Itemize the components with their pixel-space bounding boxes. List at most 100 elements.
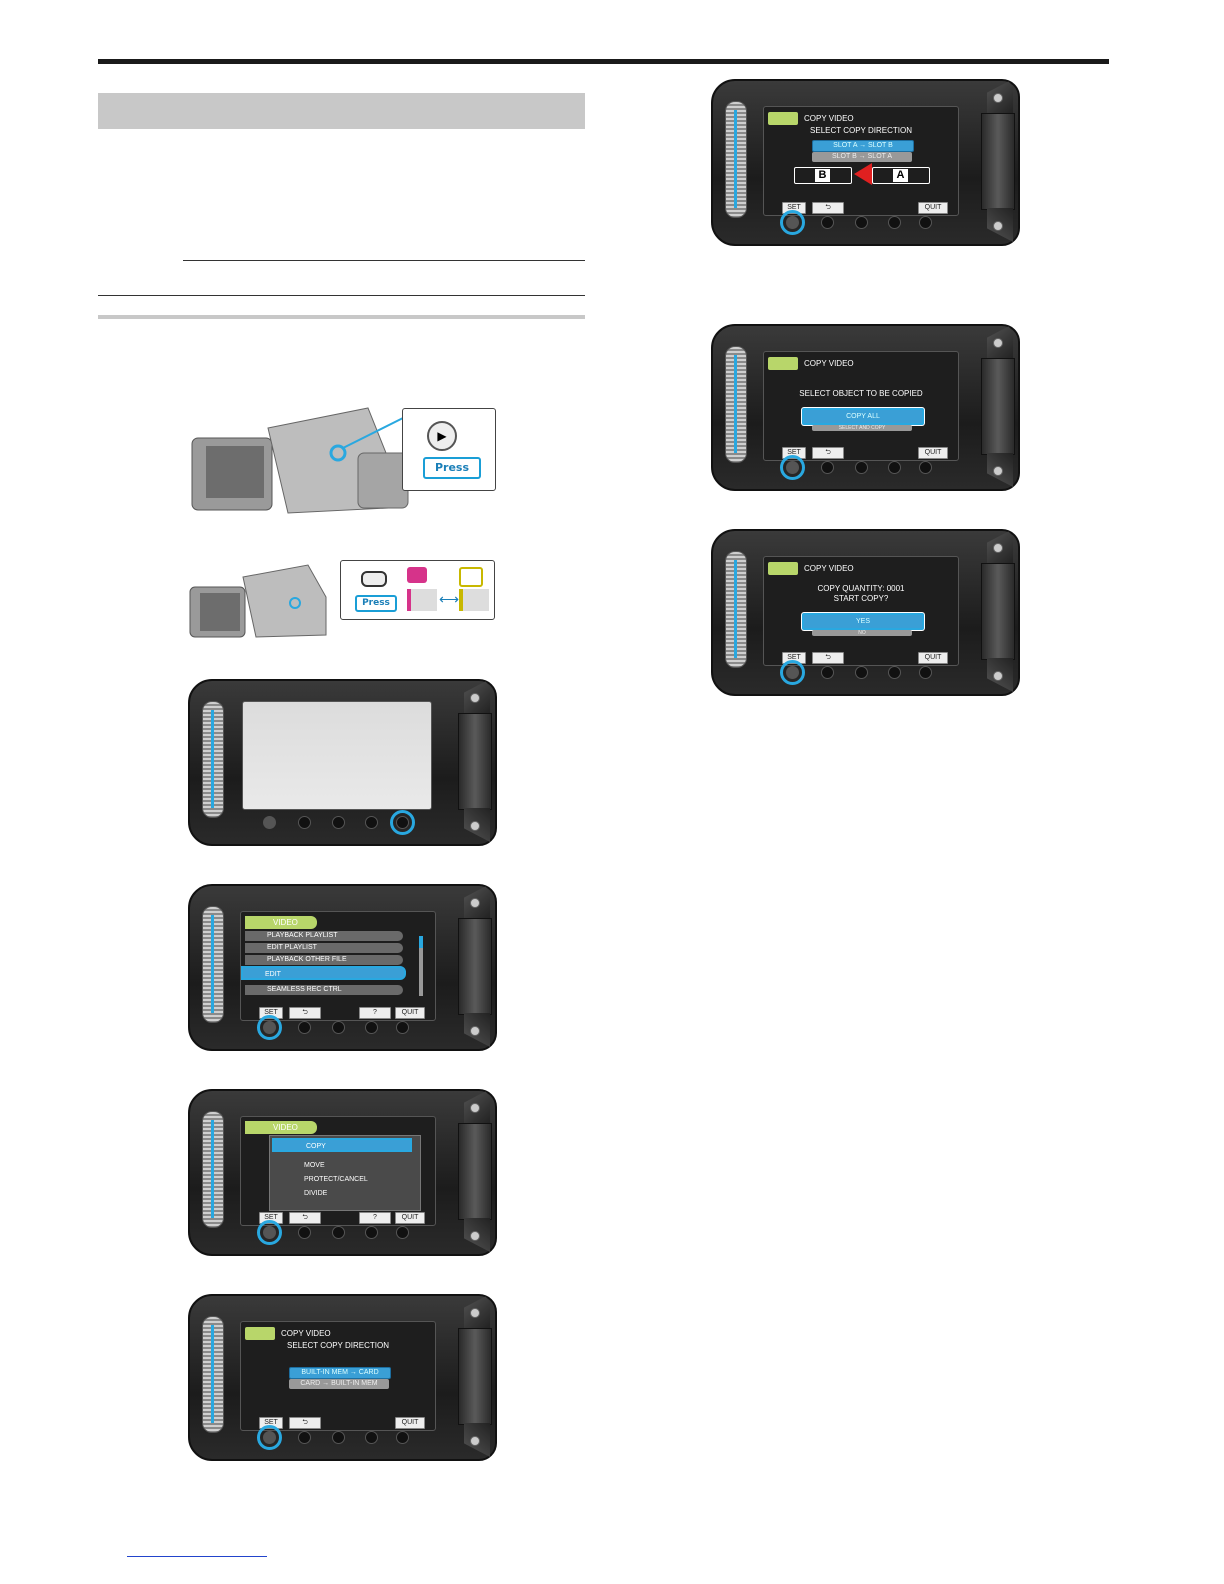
soft-button-4[interactable] <box>365 1021 378 1034</box>
menu-button[interactable] <box>919 461 932 474</box>
screen-subtitle: SELECT COPY DIRECTION <box>810 126 912 135</box>
lcd-panel-video-menu: VIDEO PLAYBACK PLAYLIST EDIT PLAYLIST PL… <box>188 884 497 1051</box>
option-card-to-builtin[interactable]: CARD → BUILT-IN MEM <box>289 1379 389 1389</box>
option-slot-b-to-a[interactable]: SLOT B → SLOT A <box>812 152 912 162</box>
soft-button-3[interactable] <box>855 461 868 474</box>
slot-b-label: B <box>815 169 830 182</box>
camcorder-illustration-mode: Press ⟷ <box>188 557 495 642</box>
ok-button-highlight <box>780 210 805 235</box>
screen-subtitle: SELECT COPY DIRECTION <box>287 1341 389 1350</box>
touch-slider[interactable] <box>725 346 747 463</box>
quit-key[interactable]: QUIT <box>918 202 948 214</box>
option-slot-a-to-b[interactable]: SLOT A → SLOT B <box>812 140 914 152</box>
quit-key[interactable]: QUIT <box>918 447 948 459</box>
back-key[interactable]: ⮌ <box>289 1212 321 1224</box>
soft-button-2[interactable] <box>821 216 834 229</box>
lcd-screen: COPY VIDEO COPY QUANTITY: 0001 START COP… <box>763 556 959 666</box>
option-yes[interactable]: YES <box>802 613 924 630</box>
press-label-mode: Press <box>355 595 397 612</box>
lcd-panel-select-object: COPY VIDEO SELECT OBJECT TO BE COPIED CO… <box>711 324 1020 491</box>
soft-button-4[interactable] <box>888 216 901 229</box>
soft-button-4[interactable] <box>888 461 901 474</box>
option-copy-all[interactable]: COPY ALL <box>802 408 924 425</box>
back-key[interactable]: ⮌ <box>812 202 844 214</box>
lcd-hinge <box>458 1294 492 1457</box>
menu-item-playback-other-file[interactable]: PLAYBACK OTHER FILE <box>245 955 403 965</box>
ok-button[interactable] <box>263 816 276 829</box>
lcd-screen: VIDEO PLAYBACK PLAYLIST EDIT PLAYLIST PL… <box>240 911 436 1021</box>
touch-slider[interactable] <box>202 1111 224 1228</box>
soft-button-3[interactable] <box>332 1226 345 1239</box>
back-key[interactable]: ⮌ <box>812 652 844 664</box>
back-key[interactable]: ⮌ <box>289 1007 321 1019</box>
soft-button-2[interactable] <box>821 461 834 474</box>
menu-scrollbar[interactable] <box>419 936 423 996</box>
menu-button[interactable] <box>396 1021 409 1034</box>
screen-title: COPY VIDEO <box>804 359 854 368</box>
lcd-screen: COPY VIDEO SELECT COPY DIRECTION SLOT A … <box>763 106 959 216</box>
soft-button-2[interactable] <box>298 1431 311 1444</box>
touch-slider[interactable] <box>725 101 747 218</box>
touch-slider[interactable] <box>202 906 224 1023</box>
section-divider <box>98 295 585 296</box>
popup-item-copy[interactable]: COPY <box>272 1138 412 1152</box>
header-rule <box>98 59 1109 64</box>
menu-item-seamless-rec-ctrl[interactable]: SEAMLESS REC CTRL <box>245 985 403 995</box>
menu-button[interactable] <box>919 666 932 679</box>
quit-key[interactable]: QUIT <box>395 1212 425 1224</box>
menu-item-playback-playlist[interactable]: PLAYBACK PLAYLIST <box>245 931 403 941</box>
soft-button-4[interactable] <box>365 816 378 829</box>
menu-header: VIDEO <box>245 916 317 929</box>
popup-item-protect-cancel[interactable]: PROTECT/CANCEL <box>304 1176 368 1183</box>
quit-key[interactable]: QUIT <box>918 652 948 664</box>
touch-slider[interactable] <box>202 1316 224 1433</box>
menu-button[interactable] <box>396 1226 409 1239</box>
back-key[interactable]: ⮌ <box>812 447 844 459</box>
help-key[interactable]: ? <box>359 1007 391 1019</box>
ok-button-highlight <box>257 1015 282 1040</box>
soft-button-4[interactable] <box>888 666 901 679</box>
soft-button-3[interactable] <box>855 666 868 679</box>
quit-key[interactable]: QUIT <box>395 1417 425 1429</box>
soft-button-4[interactable] <box>365 1226 378 1239</box>
soft-button-2[interactable] <box>298 816 311 829</box>
menu-button[interactable] <box>919 216 932 229</box>
camcorder-photo-small <box>189 564 327 638</box>
lcd-screen <box>242 701 432 810</box>
option-builtin-to-card[interactable]: BUILT-IN MEM → CARD <box>289 1367 391 1379</box>
softkey-bar: SET ⮌ QUIT <box>766 652 958 664</box>
start-copy-prompt: START COPY? <box>833 594 889 603</box>
menu-item-edit-playlist[interactable]: EDIT PLAYLIST <box>245 943 403 953</box>
popup-item-move[interactable]: MOVE <box>304 1162 325 1169</box>
lcd-screen: COPY VIDEO SELECT COPY DIRECTION BUILT-I… <box>240 1321 436 1431</box>
option-no[interactable]: NO <box>812 630 912 636</box>
soft-button-3[interactable] <box>332 1431 345 1444</box>
touch-slider[interactable] <box>725 551 747 668</box>
footer-link-underline[interactable] <box>127 1556 267 1557</box>
lcd-hinge <box>458 884 492 1047</box>
ok-button-highlight <box>780 455 805 480</box>
soft-button-3[interactable] <box>332 1021 345 1034</box>
back-key[interactable]: ⮌ <box>289 1417 321 1429</box>
ok-button-highlight <box>257 1220 282 1245</box>
soft-button-3[interactable] <box>332 816 345 829</box>
soft-button-3[interactable] <box>855 216 868 229</box>
help-key[interactable]: ? <box>359 1212 391 1224</box>
soft-button-4[interactable] <box>365 1431 378 1444</box>
menu-button[interactable] <box>396 1431 409 1444</box>
menu-item-edit[interactable]: EDIT <box>241 966 406 980</box>
screen-subtitle: SELECT OBJECT TO BE COPIED <box>799 389 923 398</box>
camcorder-photo <box>191 407 409 514</box>
quit-key[interactable]: QUIT <box>395 1007 425 1019</box>
soft-button-2[interactable] <box>298 1021 311 1034</box>
lcd-hinge <box>981 529 1015 692</box>
soft-button-2[interactable] <box>821 666 834 679</box>
option-select-and-copy[interactable]: SELECT AND COPY <box>812 425 912 431</box>
play-button-icon: ▶ <box>427 421 457 451</box>
softkey-bar: SET ⮌ ? QUIT <box>243 1007 435 1019</box>
touch-slider[interactable] <box>202 701 224 818</box>
copy-quantity-text: COPY QUANTITY: 0001 <box>817 584 905 593</box>
soft-button-2[interactable] <box>298 1226 311 1239</box>
popup-item-divide[interactable]: DIVIDE <box>304 1190 328 1197</box>
section-heading-bar <box>98 93 585 129</box>
